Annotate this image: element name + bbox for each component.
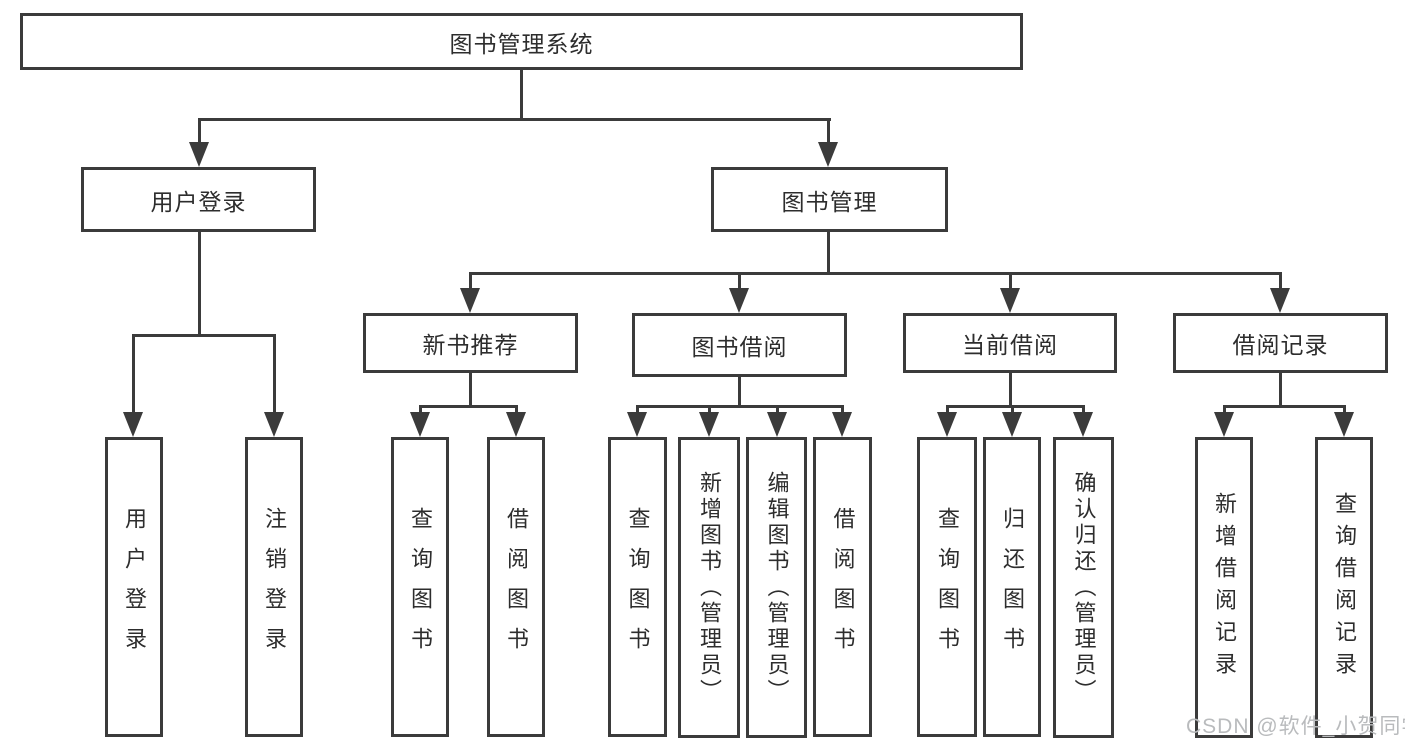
arrow-down-icon — [410, 412, 430, 437]
connector-line — [1009, 272, 1012, 290]
leaf-user-login: 用户登录 — [105, 437, 163, 737]
leaf-label: 新增借阅记录 — [1212, 491, 1237, 684]
leaf-label: 查询图书 — [408, 507, 433, 667]
connector-line — [1279, 272, 1282, 290]
arrow-down-icon — [1073, 412, 1093, 437]
leaf-add-borrow-record: 新增借阅记录 — [1195, 437, 1253, 738]
connector-line — [198, 118, 201, 144]
leaf-add-books-admin: 新增图书（管理员） — [678, 437, 740, 738]
arrow-down-icon — [123, 412, 143, 437]
connector-line — [946, 405, 949, 417]
connector-line — [1223, 405, 1226, 417]
arrow-down-icon — [699, 412, 719, 437]
arrow-down-icon — [1334, 412, 1354, 437]
leaf-label: 查询借阅记录 — [1332, 491, 1357, 684]
connector-line — [132, 334, 276, 337]
arrow-down-icon — [767, 412, 787, 437]
arrow-down-icon — [460, 288, 480, 313]
leaf-label: 查询图书 — [935, 507, 960, 667]
node-book-borrow: 图书借阅 — [632, 313, 847, 377]
node-label: 新书推荐 — [422, 332, 519, 358]
arrow-down-icon — [729, 288, 749, 313]
arrow-down-icon — [189, 142, 209, 167]
leaf-label: 查询图书 — [625, 507, 651, 667]
leaf-label: 确认归还（管理员） — [1071, 470, 1097, 705]
leaf-label: 借阅图书 — [830, 507, 856, 667]
node-label: 当前借阅 — [962, 332, 1058, 358]
connector-line — [708, 405, 711, 417]
arrow-down-icon — [937, 412, 957, 437]
connector-line — [636, 405, 844, 408]
node-borrow-record: 借阅记录 — [1173, 313, 1388, 373]
connector-line — [1011, 405, 1014, 417]
leaf-borrow-books-recommend: 借阅图书 — [487, 437, 545, 737]
connector-line — [419, 405, 422, 417]
connector-line — [273, 334, 276, 414]
connector-line — [198, 232, 201, 336]
connector-line — [469, 371, 472, 407]
node-label: 图书管理系统 — [449, 30, 594, 57]
arrow-down-icon — [1214, 412, 1234, 437]
arrow-down-icon — [1000, 288, 1020, 313]
connector-line — [841, 405, 844, 417]
node-root-system: 图书管理系统 — [20, 13, 1023, 70]
node-label: 图书管理 — [781, 188, 878, 215]
node-current-borrow: 当前借阅 — [903, 313, 1117, 373]
connector-line — [776, 405, 779, 417]
leaf-label: 编辑图书（管理员） — [764, 470, 790, 705]
node-user-login: 用户登录 — [81, 167, 316, 232]
arrow-down-icon — [1270, 288, 1290, 313]
arrow-down-icon — [264, 412, 284, 437]
leaf-query-borrow-record: 查询借阅记录 — [1315, 437, 1373, 738]
connector-line — [827, 118, 830, 144]
connector-line — [469, 272, 472, 290]
connector-line — [419, 405, 518, 408]
leaf-label: 注销登录 — [262, 507, 287, 667]
connector-line — [1009, 371, 1012, 407]
leaf-edit-books-admin: 编辑图书（管理员） — [746, 437, 807, 738]
connector-line — [515, 405, 518, 417]
connector-line — [132, 334, 135, 414]
node-label: 借阅记录 — [1232, 332, 1329, 358]
arrow-down-icon — [832, 412, 852, 437]
node-book-management: 图书管理 — [711, 167, 948, 232]
connector-line — [1082, 405, 1085, 417]
connector-line — [738, 272, 741, 290]
arrow-down-icon — [506, 412, 526, 437]
leaf-query-books-borrow: 查询图书 — [608, 437, 667, 737]
leaf-label: 归还图书 — [1000, 507, 1025, 667]
leaf-query-books-current: 查询图书 — [917, 437, 977, 737]
leaf-return-books: 归还图书 — [983, 437, 1041, 737]
leaf-logout: 注销登录 — [245, 437, 303, 737]
leaf-label: 借阅图书 — [504, 507, 529, 667]
leaf-borrow-books: 借阅图书 — [813, 437, 872, 737]
leaf-query-books-recommend: 查询图书 — [391, 437, 449, 737]
csdn-watermark: CSDN @软件_小贺同学 — [1186, 715, 1405, 738]
connector-line — [636, 405, 639, 417]
connector-line — [946, 405, 1085, 408]
connector-line — [738, 375, 741, 407]
arrow-down-icon — [627, 412, 647, 437]
leaf-label: 新增图书（管理员） — [697, 470, 722, 705]
connector-line — [827, 232, 830, 274]
node-label: 用户登录 — [150, 188, 247, 215]
arrow-down-icon — [1002, 412, 1022, 437]
leaf-label: 用户登录 — [122, 507, 147, 667]
connector-line — [1223, 405, 1346, 408]
connector-line — [1279, 371, 1282, 407]
connector-line — [469, 272, 1282, 275]
connector-line — [198, 118, 831, 121]
connector-line — [1343, 405, 1346, 417]
arrow-down-icon — [818, 142, 838, 167]
node-label: 图书借阅 — [691, 334, 788, 360]
connector-line — [520, 70, 523, 119]
leaf-confirm-return-admin: 确认归还（管理员） — [1053, 437, 1114, 738]
node-new-book-recommend: 新书推荐 — [363, 313, 578, 373]
